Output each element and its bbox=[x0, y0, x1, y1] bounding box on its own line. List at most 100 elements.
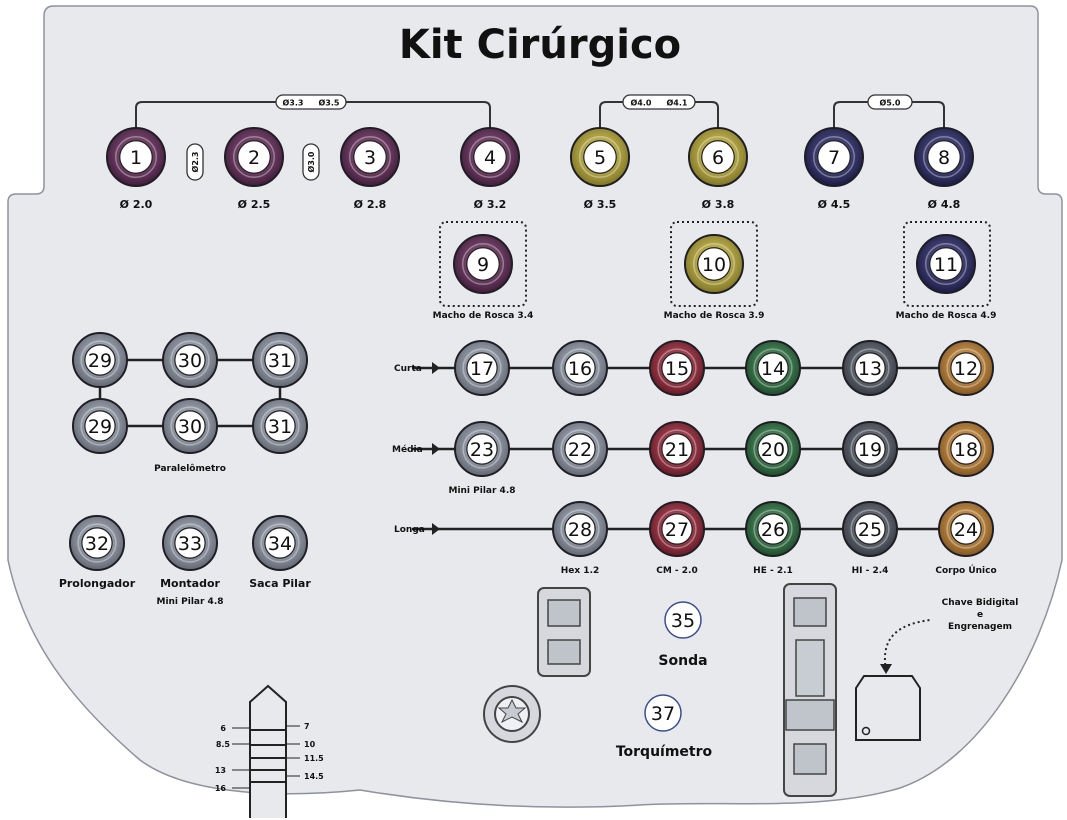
gauge-left-2: 8.5 bbox=[216, 740, 231, 749]
row-media-label: Média bbox=[392, 444, 423, 455]
he-caption: HE - 2.1 bbox=[753, 566, 793, 576]
paralelometro-top-slot-31-number: 31 bbox=[268, 350, 292, 372]
paralelometro-bottom-slot-30-number: 30 bbox=[178, 416, 202, 438]
diameter-pill-1: Ø2.3 bbox=[186, 143, 204, 181]
media-slot-18: 18 bbox=[938, 421, 994, 477]
drill-2-label: Ø 2.5 bbox=[238, 198, 271, 211]
media-slot-20: 20 bbox=[745, 421, 801, 477]
curta-slot-14: 14 bbox=[745, 340, 801, 396]
longa-slot-25-number: 25 bbox=[858, 519, 882, 541]
longa-slot-28-number: 28 bbox=[568, 519, 592, 541]
curta-slot-16: 16 bbox=[552, 340, 608, 396]
corpo-caption: Corpo Único bbox=[935, 564, 996, 576]
media-slot-23: 23 bbox=[454, 421, 510, 477]
accessory-slot-33-number: 33 bbox=[178, 533, 202, 555]
chave-label-1: Chave Bidigital bbox=[942, 598, 1019, 608]
media-slot-19-number: 19 bbox=[858, 439, 882, 461]
accessory-33-sublabel: Mini Pilar 4.8 bbox=[156, 597, 223, 607]
longa-slot-24-number: 24 bbox=[954, 519, 978, 541]
drill-slot-8-number: 8 bbox=[938, 147, 950, 169]
gauge-left-3: 13 bbox=[215, 766, 226, 775]
depth-gauge: 6 8.5 13 16 7 10 11.5 14.5 bbox=[215, 684, 324, 818]
diameter-bracket-2: Ø4.0 Ø4.1 bbox=[599, 94, 719, 128]
paralelometro-bottom-slot-30: 30 bbox=[162, 398, 218, 454]
media-slot-22: 22 bbox=[552, 421, 608, 477]
torquimetro-socket bbox=[483, 685, 541, 743]
drill-slot-3-number: 3 bbox=[364, 147, 376, 169]
svg-text:Ø3.0: Ø3.0 bbox=[306, 151, 316, 172]
tap-10-label: Macho de Rosca 3.9 bbox=[664, 311, 765, 321]
kit-title: Kit Cirúrgico bbox=[399, 22, 681, 68]
paralelometro-bottom-slot-29-number: 29 bbox=[88, 416, 112, 438]
longa-slot-27-number: 27 bbox=[665, 519, 689, 541]
gauge-left-4: 16 bbox=[215, 784, 227, 793]
gauge-right-2: 10 bbox=[304, 740, 316, 749]
media-slot-20-number: 20 bbox=[761, 439, 785, 461]
tap-slot-10-number: 10 bbox=[702, 254, 726, 276]
tap-10-box bbox=[670, 221, 758, 307]
longa-slot-25: 25 bbox=[842, 501, 898, 557]
sonda-label: Sonda bbox=[658, 653, 707, 669]
paralelometro-top-slot-30-number: 30 bbox=[178, 350, 202, 372]
accessory-32-label: Prolongador bbox=[59, 577, 136, 590]
sonda-number-badge-number: 35 bbox=[671, 610, 695, 632]
paralelometro-bottom-slot-29: 29 bbox=[72, 398, 128, 454]
drill-slot-2-number: 2 bbox=[248, 147, 260, 169]
curta-slot-12-number: 12 bbox=[954, 358, 978, 380]
curta-slot-15: 15 bbox=[649, 340, 705, 396]
longa-slot-27: 27 bbox=[649, 501, 705, 557]
diameter-bracket-3: Ø5.0 bbox=[833, 94, 945, 128]
gauge-right-3: 11.5 bbox=[304, 754, 324, 763]
hi-caption: HI - 2.4 bbox=[852, 566, 889, 576]
bracket-1-label-b: Ø3.5 bbox=[319, 98, 340, 108]
accessory-33-label: Montador bbox=[160, 577, 220, 590]
curta-slot-13-number: 13 bbox=[858, 358, 882, 380]
tap-slot-9: 9 bbox=[453, 234, 513, 294]
curta-slot-13: 13 bbox=[842, 340, 898, 396]
hex-caption: Hex 1.2 bbox=[561, 566, 600, 576]
chave-label-2: e bbox=[977, 610, 983, 620]
tap-9-label: Macho de Rosca 3.4 bbox=[433, 311, 534, 321]
drill-slot-1-number: 1 bbox=[130, 147, 142, 169]
paralelometro-top-slot-29: 29 bbox=[72, 332, 128, 388]
curta-slot-17-number: 17 bbox=[470, 358, 494, 380]
paralelometro-top-slot-30: 30 bbox=[162, 332, 218, 388]
row-longa-label: Longa bbox=[394, 525, 425, 535]
diameter-bracket-1: Ø3.3 Ø3.5 bbox=[135, 94, 491, 128]
curta-slot-15-number: 15 bbox=[665, 358, 689, 380]
tap-slot-9-number: 9 bbox=[477, 254, 489, 276]
drill-slot-6: 6 bbox=[688, 127, 748, 187]
paralelometro-top-slot-29-number: 29 bbox=[88, 350, 112, 372]
drill-1-label: Ø 2.0 bbox=[120, 198, 153, 211]
tap-slot-11-number: 11 bbox=[934, 254, 958, 276]
curta-slot-14-number: 14 bbox=[761, 358, 785, 380]
drill-slot-7-number: 7 bbox=[828, 147, 840, 169]
tap-11-label: Macho de Rosca 4.9 bbox=[896, 311, 997, 321]
cm-caption: CM - 2.0 bbox=[656, 566, 698, 576]
tap-slot-10: 10 bbox=[684, 234, 744, 294]
tap-9-box bbox=[439, 221, 527, 307]
longa-slot-26: 26 bbox=[745, 501, 801, 557]
gauge-right-1: 7 bbox=[304, 722, 310, 731]
chave-label-3: Engrenagem bbox=[948, 622, 1012, 632]
accessory-slot-32: 32 bbox=[69, 515, 125, 571]
chave-holder bbox=[855, 675, 921, 741]
accessory-slot-34-number: 34 bbox=[268, 533, 292, 555]
tap-slot-11: 11 bbox=[916, 234, 976, 294]
drill-slot-5: 5 bbox=[570, 127, 630, 187]
drill-slot-3: 3 bbox=[340, 127, 400, 187]
drill-3-label: Ø 2.8 bbox=[354, 198, 387, 211]
gauge-right-4: 14.5 bbox=[304, 772, 324, 781]
sonda-holder bbox=[537, 587, 591, 677]
media-slot-19: 19 bbox=[842, 421, 898, 477]
sonda-number-badge: 35 bbox=[664, 601, 702, 639]
row-curta-label: Curta bbox=[394, 364, 422, 374]
media-slot-21: 21 bbox=[649, 421, 705, 477]
gauge-left-1: 6 bbox=[220, 724, 226, 733]
chave-arrow-head bbox=[880, 664, 892, 674]
drill-slot-4: 4 bbox=[460, 127, 520, 187]
paralelometro-bottom-slot-31: 31 bbox=[252, 398, 308, 454]
curta-slot-12: 12 bbox=[938, 340, 994, 396]
diameter-pill-2: Ø3.0 bbox=[302, 143, 320, 181]
